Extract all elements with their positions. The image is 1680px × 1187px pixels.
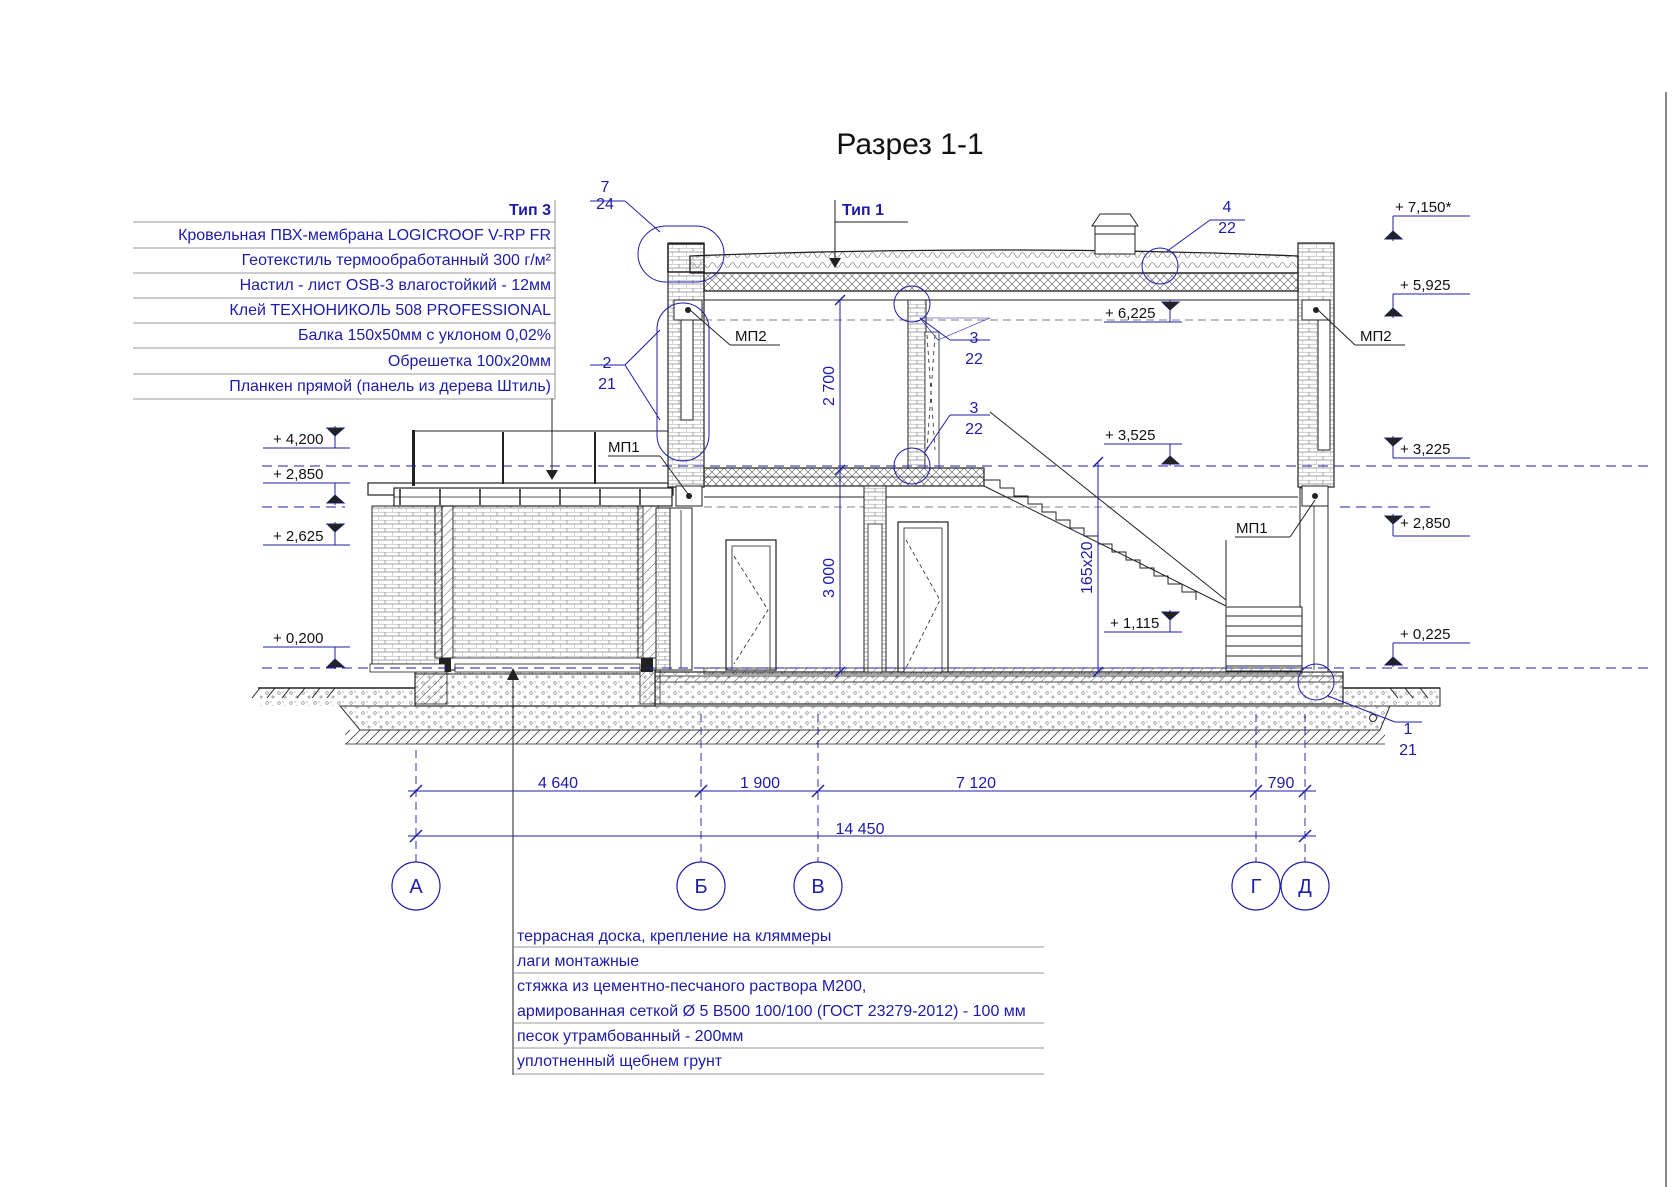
callout-2-num: 2	[603, 355, 612, 372]
beam-label-mp1-right: МП1	[1236, 520, 1268, 537]
dim-total-14450: 14 450	[836, 821, 885, 838]
dimension-chain: 4 640 1 900 7 120 790 14 450 А Б В Г Д	[391, 714, 1330, 911]
roof-layer-4: Клей ТЕХНОНИКОЛЬ 508 PROFESSIONAL	[229, 302, 551, 319]
roof-layer-5: Балка 150х50мм с уклоном 0,02%	[298, 327, 551, 344]
callout-2-sheet: 21	[598, 376, 616, 393]
callout-3b-num: 3	[970, 400, 979, 417]
level-inner-6225: + 6,225	[1105, 305, 1155, 322]
level-left-2850: + 2,850	[273, 466, 323, 483]
level-left-4200: + 4,200	[273, 431, 323, 448]
floor-layer-2: лаги монтажные	[517, 953, 639, 970]
level-inner-3525: + 3,525	[1105, 427, 1155, 444]
callout-1-num: 1	[1404, 721, 1413, 738]
callout-7-num: 7	[601, 179, 610, 196]
level-right-5925: + 5,925	[1400, 277, 1450, 294]
level-right-7150: + 7,150*	[1395, 199, 1451, 216]
main-building	[655, 213, 1335, 675]
roof-layer-2: Геотекстиль термообработанный 300 г/м²	[242, 252, 552, 269]
beam-label-mp1-left: МП1	[608, 439, 640, 456]
beam-label-mp2-right: МП2	[1360, 328, 1392, 345]
callout-3b-sheet: 22	[965, 421, 983, 438]
level-right-2850: + 2,850	[1400, 515, 1450, 532]
callout-3a-num: 3	[970, 330, 979, 347]
floor-layers-spec: террасная доска, крепление на кляммеры л…	[513, 928, 1044, 1075]
callout-4-num: 4	[1223, 199, 1232, 216]
drawing-title: Разрез 1-1	[836, 128, 983, 161]
floor-layer-3b: армированная сеткой Ø 5 В500 100/100 (ГО…	[517, 1003, 1026, 1020]
axis-b: Б	[694, 876, 707, 898]
roof-type-3-spec: Тип 3 Кровельная ПВХ-мембрана LOGICROOF …	[133, 200, 556, 400]
axis-a: А	[409, 876, 423, 898]
beam-label-mp2-left: МП2	[735, 328, 767, 345]
callout-3a-sheet: 22	[965, 351, 983, 368]
callout-1-sheet: 21	[1399, 742, 1417, 759]
terrace	[367, 430, 674, 673]
callout-7-sheet: 24	[596, 196, 614, 213]
roof-type-1-label: Тип 1	[842, 202, 884, 219]
level-left-0200: + 0,200	[273, 630, 323, 647]
annotations: + 4,200 + 2,850 + 2,625 + 0,200 + 7,150*…	[263, 179, 1470, 1075]
dim-790: 790	[1268, 775, 1295, 792]
roof-layer-1: Кровельная ПВХ-мембрана LOGICROOF V-RP F…	[178, 227, 551, 244]
floor-layer-3a: стяжка из цементно-песчаного раствора М2…	[517, 978, 866, 995]
axis-d: Д	[1298, 876, 1312, 898]
axis-g: Г	[1251, 876, 1262, 898]
level-right-3225: + 3,225	[1400, 441, 1450, 458]
floor-layer-1: террасная доска, крепление на кляммеры	[517, 928, 831, 945]
floor-layer-4: песок утрамбованный - 200мм	[517, 1028, 743, 1045]
height-lower: 3 000	[821, 558, 838, 598]
roof-layer-3: Настил - лист OSB-3 влагостойкий - 12мм	[240, 277, 551, 294]
roof-layer-7: Планкен прямой (панель из дерева Штиль)	[229, 378, 551, 395]
level-lines	[262, 465, 1650, 669]
height-stair: 165х20	[1079, 541, 1096, 594]
dim-1900: 1 900	[740, 775, 780, 792]
roof-type-3-heading: Тип 3	[509, 202, 551, 219]
axis-v: В	[811, 876, 824, 898]
level-left-2625: + 2,625	[273, 528, 323, 545]
roof-layer-6: Обрешетка 100х20мм	[388, 353, 551, 370]
foundation-slab	[414, 669, 1344, 707]
level-inner-1115: + 1,115	[1110, 615, 1159, 632]
dim-7120: 7 120	[956, 775, 996, 792]
floor-layer-5: уплотненный щебнем грунт	[517, 1053, 723, 1070]
callout-4-sheet: 22	[1218, 220, 1236, 237]
dim-4640: 4 640	[538, 775, 578, 792]
level-right-0225: + 0,225	[1400, 626, 1450, 643]
height-upper: 2 700	[821, 366, 838, 406]
